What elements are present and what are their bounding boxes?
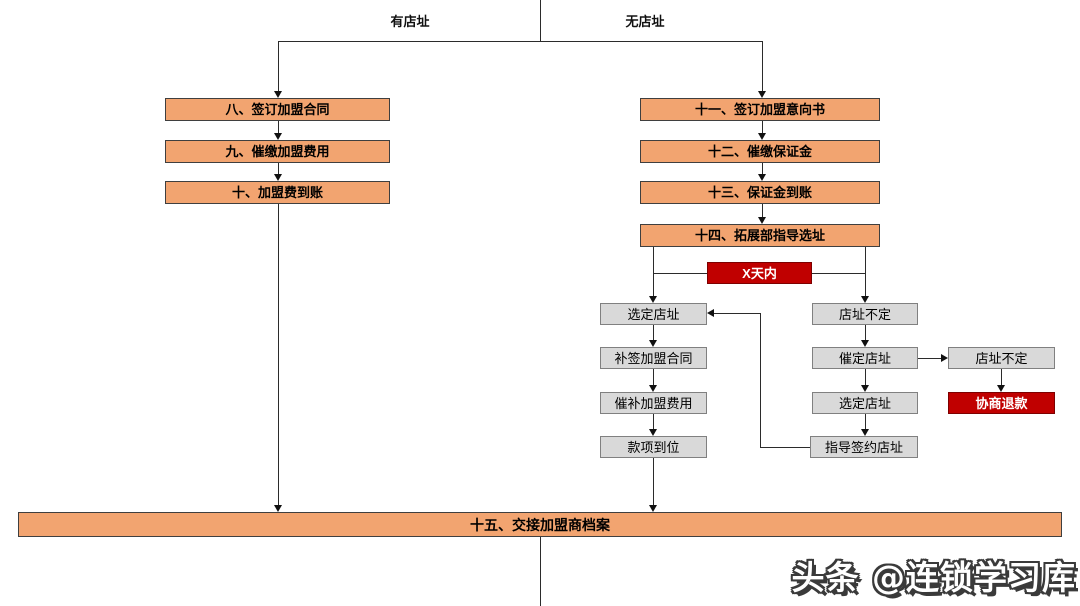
connector-line — [653, 458, 654, 505]
timer-x-days-badge: X天内 — [707, 262, 812, 284]
connector-line — [762, 204, 763, 217]
arrow-down-icon — [649, 296, 657, 303]
arrow-down-icon — [861, 429, 869, 436]
arrow-down-icon — [758, 91, 766, 98]
sub-step-guide-sign-site: 指导签约店址 — [810, 436, 918, 458]
step-12-collect-deposit: 十二、催缴保证金 — [640, 140, 880, 163]
arrow-down-icon — [649, 505, 657, 512]
split-right-line — [865, 247, 866, 296]
arrow-down-icon — [649, 429, 657, 436]
connector-line — [865, 414, 866, 429]
sub-step-still-undecided: 店址不定 — [948, 347, 1055, 369]
connector-line — [865, 325, 866, 340]
branch-right-line — [762, 41, 763, 91]
step-14-site-guidance: 十四、拓展部指导选址 — [640, 224, 880, 247]
branch-label-no-site: 无店址 — [625, 14, 665, 29]
arrow-down-icon — [649, 340, 657, 347]
connector-line — [653, 414, 654, 429]
arrow-down-icon — [997, 385, 1005, 392]
trunk-line-top — [540, 0, 541, 41]
connector-line — [762, 163, 763, 174]
connector-line — [865, 369, 866, 385]
loopback-line-bottom — [760, 447, 810, 448]
step-15-handover-archive: 十五、交接加盟商档案 — [18, 512, 1062, 537]
sub-step-site-undecided: 店址不定 — [812, 303, 918, 325]
sub-step-site-selected: 选定店址 — [600, 303, 707, 325]
connector-line — [762, 121, 763, 133]
sub-step-funds-in-place: 款项到位 — [600, 436, 707, 458]
arrow-down-icon — [274, 133, 282, 140]
step-8-sign-contract: 八、签订加盟合同 — [165, 98, 390, 121]
connector-line-long — [278, 204, 279, 505]
arrow-down-icon — [758, 174, 766, 181]
connector-line — [278, 163, 279, 174]
arrow-down-icon — [274, 91, 282, 98]
arrow-down-icon — [274, 505, 282, 512]
branch-left-line — [278, 41, 279, 91]
split-left-line — [653, 247, 654, 296]
loopback-line-top — [714, 313, 760, 314]
branch-label-has-site: 有店址 — [390, 14, 430, 29]
refund-negotiation-badge: 协商退款 — [948, 392, 1055, 414]
sub-step-urge-site-decision: 催定店址 — [812, 347, 918, 369]
connector-line — [653, 369, 654, 385]
step-11-letter-of-intent: 十一、签订加盟意向书 — [640, 98, 880, 121]
arrow-down-icon — [861, 340, 869, 347]
branch-split-line — [278, 41, 763, 42]
connector-line — [278, 121, 279, 133]
connector-line — [653, 325, 654, 340]
step-9-collect-fee: 九、催缴加盟费用 — [165, 140, 390, 163]
trunk-line-bottom — [540, 537, 541, 606]
sub-step-site-selected-2: 选定店址 — [812, 392, 918, 414]
arrow-right-icon — [941, 354, 948, 362]
toutiao-watermark: 头条 @连锁学习库 — [791, 558, 1076, 597]
sub-step-collect-balance: 催补加盟费用 — [600, 392, 707, 414]
loopback-line-vertical — [760, 313, 761, 447]
arrow-down-icon — [649, 385, 657, 392]
arrow-left-icon — [707, 309, 714, 317]
connector-line — [1001, 369, 1002, 385]
sub-step-supplement-contract: 补签加盟合同 — [600, 347, 707, 369]
arrow-down-icon — [861, 296, 869, 303]
arrow-down-icon — [861, 385, 869, 392]
arrow-down-icon — [274, 174, 282, 181]
step-10-fee-received: 十、加盟费到账 — [165, 181, 390, 204]
arrow-down-icon — [758, 217, 766, 224]
arrow-down-icon — [758, 133, 766, 140]
step-13-deposit-received: 十三、保证金到账 — [640, 181, 880, 204]
connector-line — [918, 358, 941, 359]
